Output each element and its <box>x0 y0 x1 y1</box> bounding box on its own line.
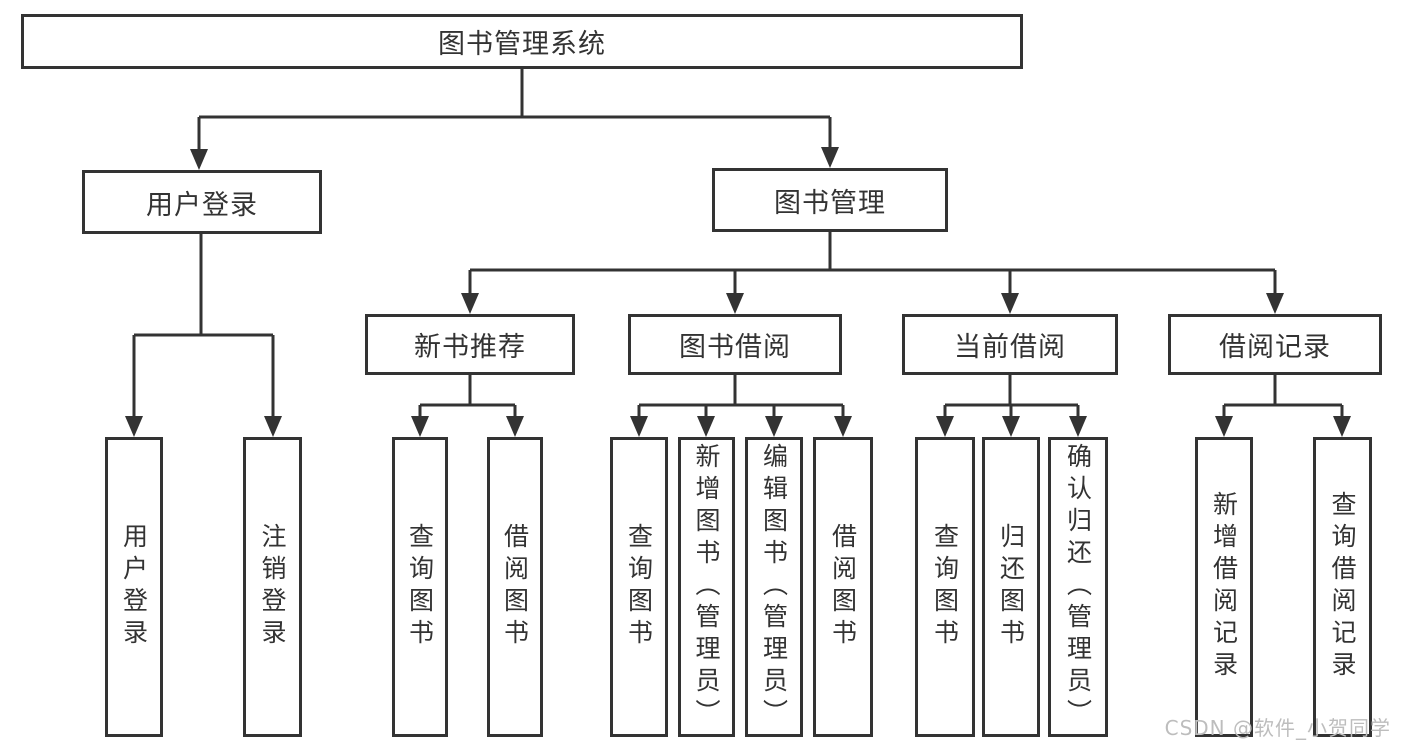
node-label: 注销登录 <box>258 523 287 651</box>
node-book-borrowing: 图书借阅 <box>628 314 842 375</box>
leaf-return-books: 归还图书 <box>982 437 1040 737</box>
node-borrowing-records: 借阅记录 <box>1168 314 1382 375</box>
node-label: 查询图书 <box>624 523 654 651</box>
node-label: 确认归还（管理员） <box>1063 443 1093 731</box>
arrowheads <box>125 147 1351 437</box>
leaf-query-borrow-record: 查询借阅记录 <box>1313 437 1372 737</box>
node-label: 借阅图书 <box>500 523 530 651</box>
node-label: 借阅记录 <box>1219 332 1331 363</box>
node-label: 借阅图书 <box>828 523 858 651</box>
node-current-borrowing: 当前借阅 <box>902 314 1118 375</box>
node-label: 图书管理 <box>774 187 886 219</box>
leaf-borrow-books: 借阅图书 <box>813 437 873 737</box>
node-new-book-recommendation: 新书推荐 <box>365 314 575 375</box>
node-label: 归还图书 <box>996 523 1026 651</box>
node-library-management-system: 图书管理系统 <box>21 14 1023 69</box>
leaf-query-books-borrowing: 查询图书 <box>610 437 668 737</box>
leaf-borrow-books-recommend: 借阅图书 <box>487 437 543 737</box>
leaf-query-books-current: 查询图书 <box>915 437 975 737</box>
leaf-query-books-recommend: 查询图书 <box>392 437 448 737</box>
node-user-login: 用户登录 <box>82 170 322 234</box>
node-label: 查询图书 <box>405 523 435 651</box>
node-label: 图书管理系统 <box>438 29 606 60</box>
leaf-add-borrow-record: 新增借阅记录 <box>1195 437 1253 737</box>
node-label: 新书推荐 <box>414 332 526 363</box>
node-label: 查询借阅记录 <box>1328 491 1357 683</box>
node-label: 用户登录 <box>146 189 258 221</box>
node-label: 新增图书（管理员） <box>692 443 721 731</box>
leaf-logout: 注销登录 <box>243 437 302 737</box>
node-label: 图书借阅 <box>679 332 791 363</box>
node-label: 用户登录 <box>119 523 149 651</box>
node-book-management: 图书管理 <box>712 168 948 232</box>
leaf-user-login: 用户登录 <box>105 437 163 737</box>
node-label: 新增借阅记录 <box>1209 491 1239 683</box>
leaf-confirm-return-admin: 确认归还（管理员） <box>1048 437 1108 737</box>
node-label: 查询图书 <box>930 523 960 651</box>
node-label: 编辑图书（管理员） <box>759 443 789 731</box>
leaf-add-books-admin: 新增图书（管理员） <box>678 437 735 737</box>
leaf-edit-books-admin: 编辑图书（管理员） <box>745 437 803 737</box>
node-label: 当前借阅 <box>954 332 1066 363</box>
